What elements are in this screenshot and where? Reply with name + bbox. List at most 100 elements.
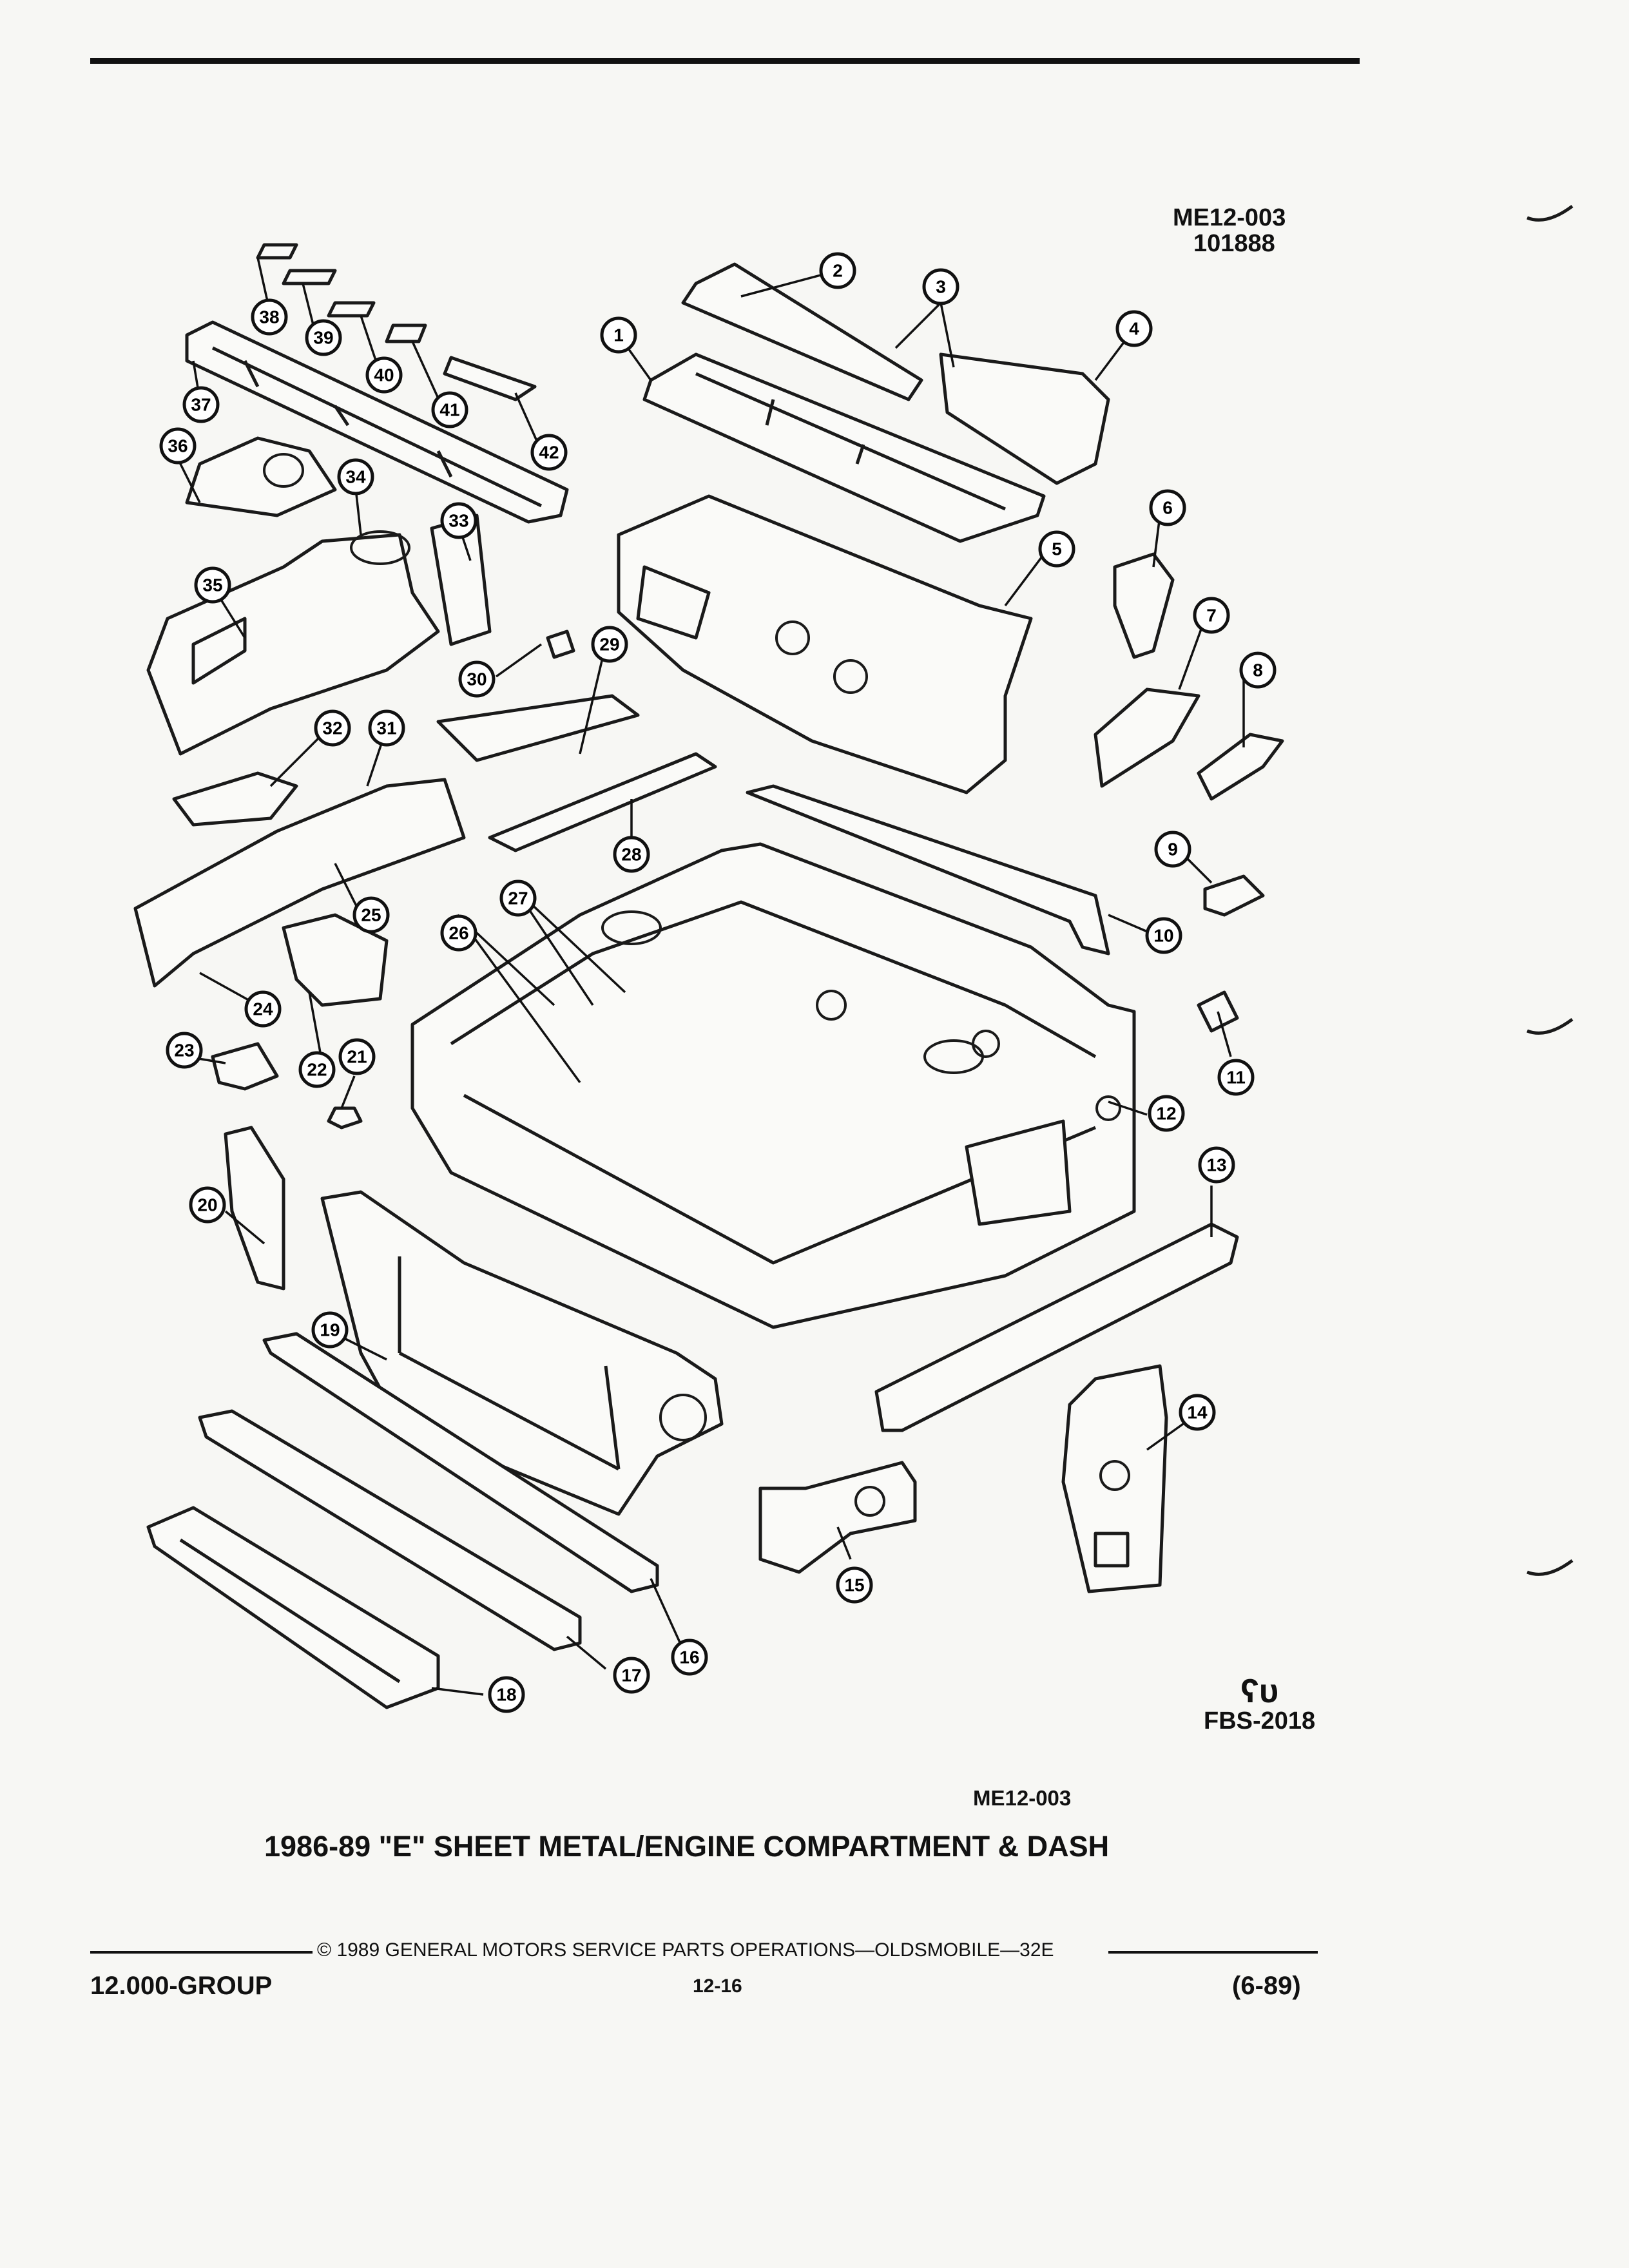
svg-text:39: 39 xyxy=(313,328,333,348)
footer-copyright: © 1989 GENERAL MOTORS SERVICE PARTS OPER… xyxy=(317,1939,1054,1961)
callout-29: 29 xyxy=(591,626,628,663)
svg-text:8: 8 xyxy=(1253,660,1263,680)
svg-text:41: 41 xyxy=(439,400,459,420)
binder-mark-middle xyxy=(1527,1017,1574,1035)
svg-text:29: 29 xyxy=(599,635,619,655)
callout-31: 31 xyxy=(368,709,405,747)
callout-19: 19 xyxy=(311,1311,349,1349)
callout-30: 30 xyxy=(458,660,496,698)
fbs-code: FBS-2018 xyxy=(1204,1707,1316,1735)
callout-22: 22 xyxy=(298,1051,336,1088)
callout-16: 16 xyxy=(671,1639,708,1676)
part-fender-14 xyxy=(1061,1364,1168,1593)
svg-text:18: 18 xyxy=(496,1685,516,1705)
part-small-plate-42 xyxy=(443,356,537,401)
svg-text:6: 6 xyxy=(1162,498,1173,518)
callout-42: 42 xyxy=(530,434,568,471)
binder-mark-top xyxy=(1527,204,1574,222)
footer-rule-left xyxy=(90,1951,313,1954)
reference-code: ME12-003 xyxy=(1173,204,1286,231)
callout-21: 21 xyxy=(338,1038,376,1075)
svg-text:31: 31 xyxy=(376,718,396,738)
callout-18: 18 xyxy=(488,1676,525,1713)
part-cowl-vent-1 xyxy=(642,352,1046,543)
callout-15: 15 xyxy=(836,1566,873,1604)
svg-text:25: 25 xyxy=(361,905,381,925)
svg-text:38: 38 xyxy=(259,307,279,327)
callout-28: 28 xyxy=(613,836,650,873)
gm-symbol-mark: ʕᴜ xyxy=(1240,1673,1279,1710)
callout-7: 7 xyxy=(1193,597,1230,634)
svg-text:4: 4 xyxy=(1129,319,1139,339)
svg-text:19: 19 xyxy=(320,1320,340,1340)
callout-39: 39 xyxy=(305,319,342,356)
part-bracket-9 xyxy=(1203,874,1265,917)
callout-34: 34 xyxy=(337,458,374,495)
top-rule xyxy=(90,58,1360,64)
part-bracket-20 xyxy=(224,1126,285,1291)
caption-title: 1986-89 "E" SHEET METAL/ENGINE COMPARTME… xyxy=(264,1830,1110,1863)
callout-41: 41 xyxy=(431,391,468,428)
callout-1: 1 xyxy=(600,316,637,354)
part-small-plate-41 xyxy=(385,323,427,343)
svg-text:21: 21 xyxy=(347,1047,367,1067)
callout-11: 11 xyxy=(1217,1059,1255,1096)
svg-text:37: 37 xyxy=(191,395,211,415)
svg-text:10: 10 xyxy=(1153,926,1173,946)
caption-code: ME12-003 xyxy=(973,1786,1072,1810)
svg-text:30: 30 xyxy=(467,669,487,689)
svg-text:16: 16 xyxy=(679,1648,699,1667)
part-cowl-top-2 xyxy=(681,262,923,401)
part-rail-28 xyxy=(488,752,717,852)
part-engine-compartment-26 xyxy=(410,842,1136,1329)
svg-text:15: 15 xyxy=(844,1575,864,1595)
footer-rule-right xyxy=(1108,1951,1318,1954)
part-dash-panel-5 xyxy=(617,494,1033,794)
callout-12: 12 xyxy=(1148,1095,1185,1132)
callout-2: 2 xyxy=(819,252,856,289)
svg-text:33: 33 xyxy=(448,511,468,531)
svg-text:23: 23 xyxy=(174,1041,194,1061)
callout-36: 36 xyxy=(159,427,197,465)
callout-23: 23 xyxy=(166,1032,203,1069)
svg-text:1: 1 xyxy=(613,325,624,345)
callout-10: 10 xyxy=(1145,917,1182,954)
callout-17: 17 xyxy=(613,1657,650,1694)
part-panel-15 xyxy=(758,1461,917,1574)
svg-text:24: 24 xyxy=(253,999,273,1019)
part-bracket-36 xyxy=(185,436,337,517)
footer-group: 12.000-GROUP xyxy=(90,1972,273,2000)
part-wheelhouse-35 xyxy=(146,533,440,756)
callout-25: 25 xyxy=(352,896,390,934)
callout-3: 3 xyxy=(922,268,959,305)
part-rail-29 xyxy=(436,694,640,762)
callout-27: 27 xyxy=(499,879,537,917)
part-small-plate-38 xyxy=(256,243,298,260)
svg-text:13: 13 xyxy=(1206,1155,1226,1175)
reference-number: 101888 xyxy=(1193,230,1275,257)
callout-35: 35 xyxy=(194,566,231,604)
part-bracket-32 xyxy=(172,771,298,827)
callout-33: 33 xyxy=(440,502,477,539)
svg-text:28: 28 xyxy=(621,845,641,865)
svg-text:27: 27 xyxy=(508,889,528,908)
callout-5: 5 xyxy=(1038,530,1075,568)
callout-26: 26 xyxy=(440,914,477,952)
svg-text:5: 5 xyxy=(1052,539,1062,559)
svg-text:17: 17 xyxy=(621,1666,641,1686)
part-clip-30 xyxy=(546,629,575,659)
svg-text:26: 26 xyxy=(448,923,468,943)
callout-14: 14 xyxy=(1179,1394,1216,1431)
callout-4: 4 xyxy=(1115,310,1153,347)
svg-text:20: 20 xyxy=(197,1195,217,1215)
callout-38: 38 xyxy=(251,298,288,336)
svg-text:7: 7 xyxy=(1206,606,1217,626)
part-bracket-22 xyxy=(282,913,389,1007)
callout-24: 24 xyxy=(244,990,282,1028)
svg-text:9: 9 xyxy=(1168,840,1178,860)
svg-text:32: 32 xyxy=(322,718,342,738)
part-small-plate-39 xyxy=(282,269,337,285)
part-bracket-7 xyxy=(1094,687,1200,788)
callout-37: 37 xyxy=(182,386,220,423)
